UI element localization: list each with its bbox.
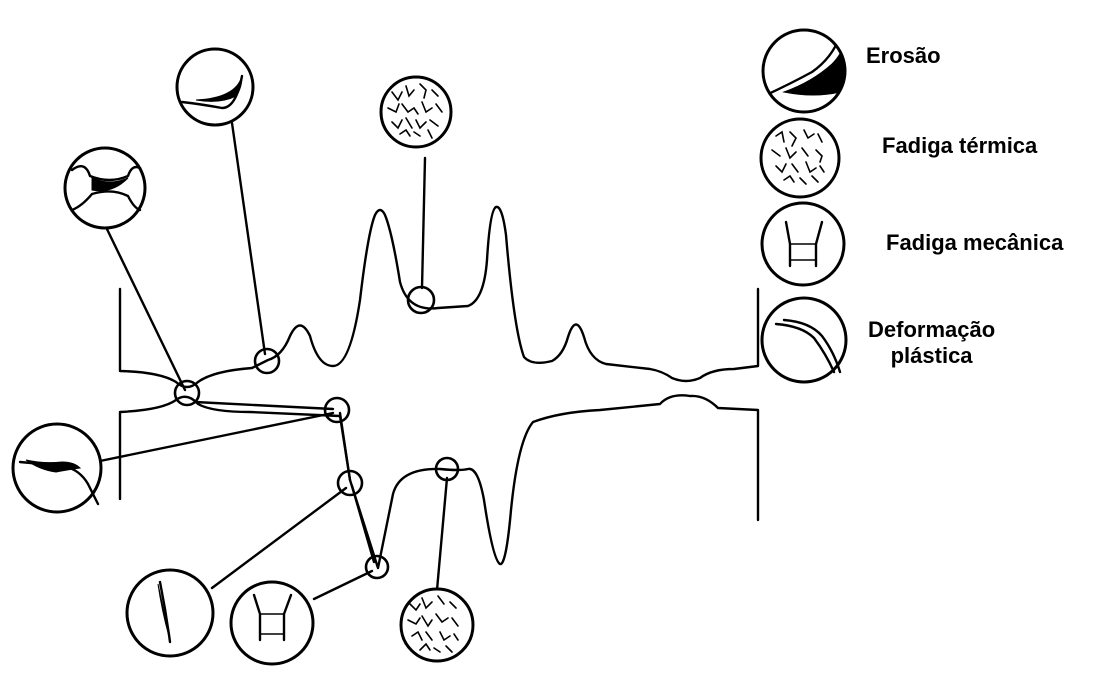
detail-erosion-top	[175, 47, 255, 127]
marker-lower-wall	[336, 469, 364, 497]
leader-erosion-top	[230, 121, 267, 356]
leader-mechanical-fatigue-bottom	[312, 569, 374, 601]
erosion-icon	[761, 28, 847, 114]
marker-left-junction	[173, 379, 201, 407]
leader-mechanical-fatigue-top	[103, 223, 187, 392]
thermal-fatigue-icon	[759, 117, 841, 199]
leader-junction	[193, 400, 335, 411]
leader-thermal-fatigue-top	[420, 156, 427, 290]
upper-die-profile	[118, 205, 760, 389]
leader-erosion-bottom	[210, 486, 348, 590]
mechanical-fatigue-icon	[760, 201, 846, 287]
detail-erosion-bottom	[125, 568, 215, 658]
legend-label-plastic-line2: plástica	[890, 343, 973, 368]
detail-mechanical-fatigue-top	[63, 146, 147, 230]
leader-plastic-deformation	[98, 411, 335, 463]
detail-mechanical-fatigue-bottom	[229, 580, 315, 666]
legend-label-plastic-deformation: Deformação plástica	[868, 317, 995, 369]
legend-label-erosion: Erosão	[866, 43, 941, 68]
leader-thermal-fatigue-bottom	[435, 476, 449, 592]
detail-thermal-fatigue-top	[379, 75, 453, 149]
marker-lower-corner	[323, 396, 351, 424]
leader-vertical-2	[350, 484, 376, 564]
marker-upper-center	[406, 285, 436, 315]
leader-vertical-1	[338, 411, 352, 482]
marker-lower-bottom	[364, 554, 390, 580]
leader-lines	[98, 121, 449, 601]
detail-thermal-fatigue-bottom	[399, 587, 475, 663]
marker-lower-center	[434, 456, 460, 482]
plastic-deformation-icon	[760, 296, 848, 384]
lower-die-profile	[118, 394, 760, 570]
legend-label-mechanical-fatigue: Fadiga mecânica	[886, 230, 1064, 255]
location-markers	[173, 285, 460, 580]
detail-plastic-deformation-left	[11, 422, 103, 514]
legend-label-plastic-line1: Deformação	[868, 317, 996, 342]
marker-upper-left	[253, 347, 281, 375]
legend-label-thermal-fatigue: Fadiga térmica	[882, 133, 1038, 158]
